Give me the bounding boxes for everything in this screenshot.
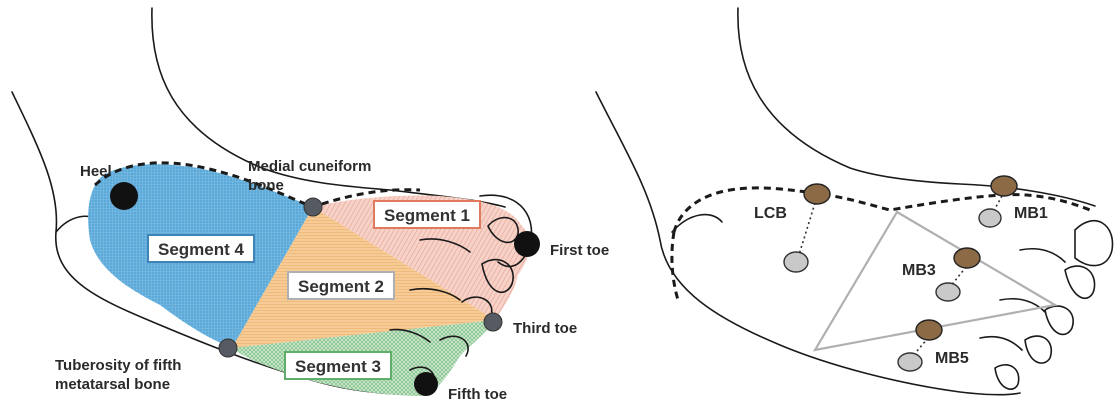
third-toe-marker [484,313,502,331]
mb1-marker [991,176,1017,196]
right-panel: LCB MB1 MB3 MB5 [596,8,1112,395]
medial-cuneiform-label-line2: bone [248,177,284,194]
mb1-projection-marker [979,209,1001,227]
heel-label: Heel [80,163,112,180]
right-third-toe-outline [1045,306,1073,334]
right-toe-crease-3 [980,337,1022,350]
right-fifth-toe-outline [995,365,1019,389]
lcb-label: LCB [754,205,787,222]
first-toe-label: First toe [550,242,609,259]
mb5-marker [916,320,942,340]
mb5-label: MB5 [935,350,969,367]
segment-4-label: Segment 4 [158,240,245,259]
mb1-label: MB1 [1014,205,1048,222]
right-first-toe-outline [1075,221,1112,266]
mb3-marker [954,248,980,268]
fifth-toe-label: Fifth toe [448,386,507,403]
third-toe-label: Third toe [513,320,577,337]
segment-1-label: Segment 1 [384,206,470,225]
tuberosity-marker [219,339,237,357]
lcb-projection-marker [784,252,808,272]
right-leg-outline-front [738,8,1095,206]
right-fourth-toe-outline [1025,336,1051,363]
right-toe-crease-1 [1020,249,1065,262]
lcb-connector [798,203,815,258]
tuberosity-label-line2: metatarsal bone [55,376,170,393]
mb3-projection-marker [936,283,960,301]
right-second-toe-outline [1065,266,1095,298]
medial-cuneiform-label-line1: Medial cuneiform [248,158,371,175]
heel-marker [110,182,138,210]
mb3-label: MB3 [902,262,936,279]
right-heel-dashed-outline [672,232,678,300]
tuberosity-label-line1: Tuberosity of fifth [55,357,181,374]
fifth-toe-marker [414,372,438,396]
first-toe-marker [514,231,540,257]
medial-cuneiform-marker [304,198,322,216]
left-panel: Heel Medial cuneiform bone First toe Thi… [12,8,609,403]
segment-3-label: Segment 3 [295,357,381,376]
segment-2-label: Segment 2 [298,277,384,296]
lcb-marker [804,184,830,204]
mb5-projection-marker [898,353,922,371]
